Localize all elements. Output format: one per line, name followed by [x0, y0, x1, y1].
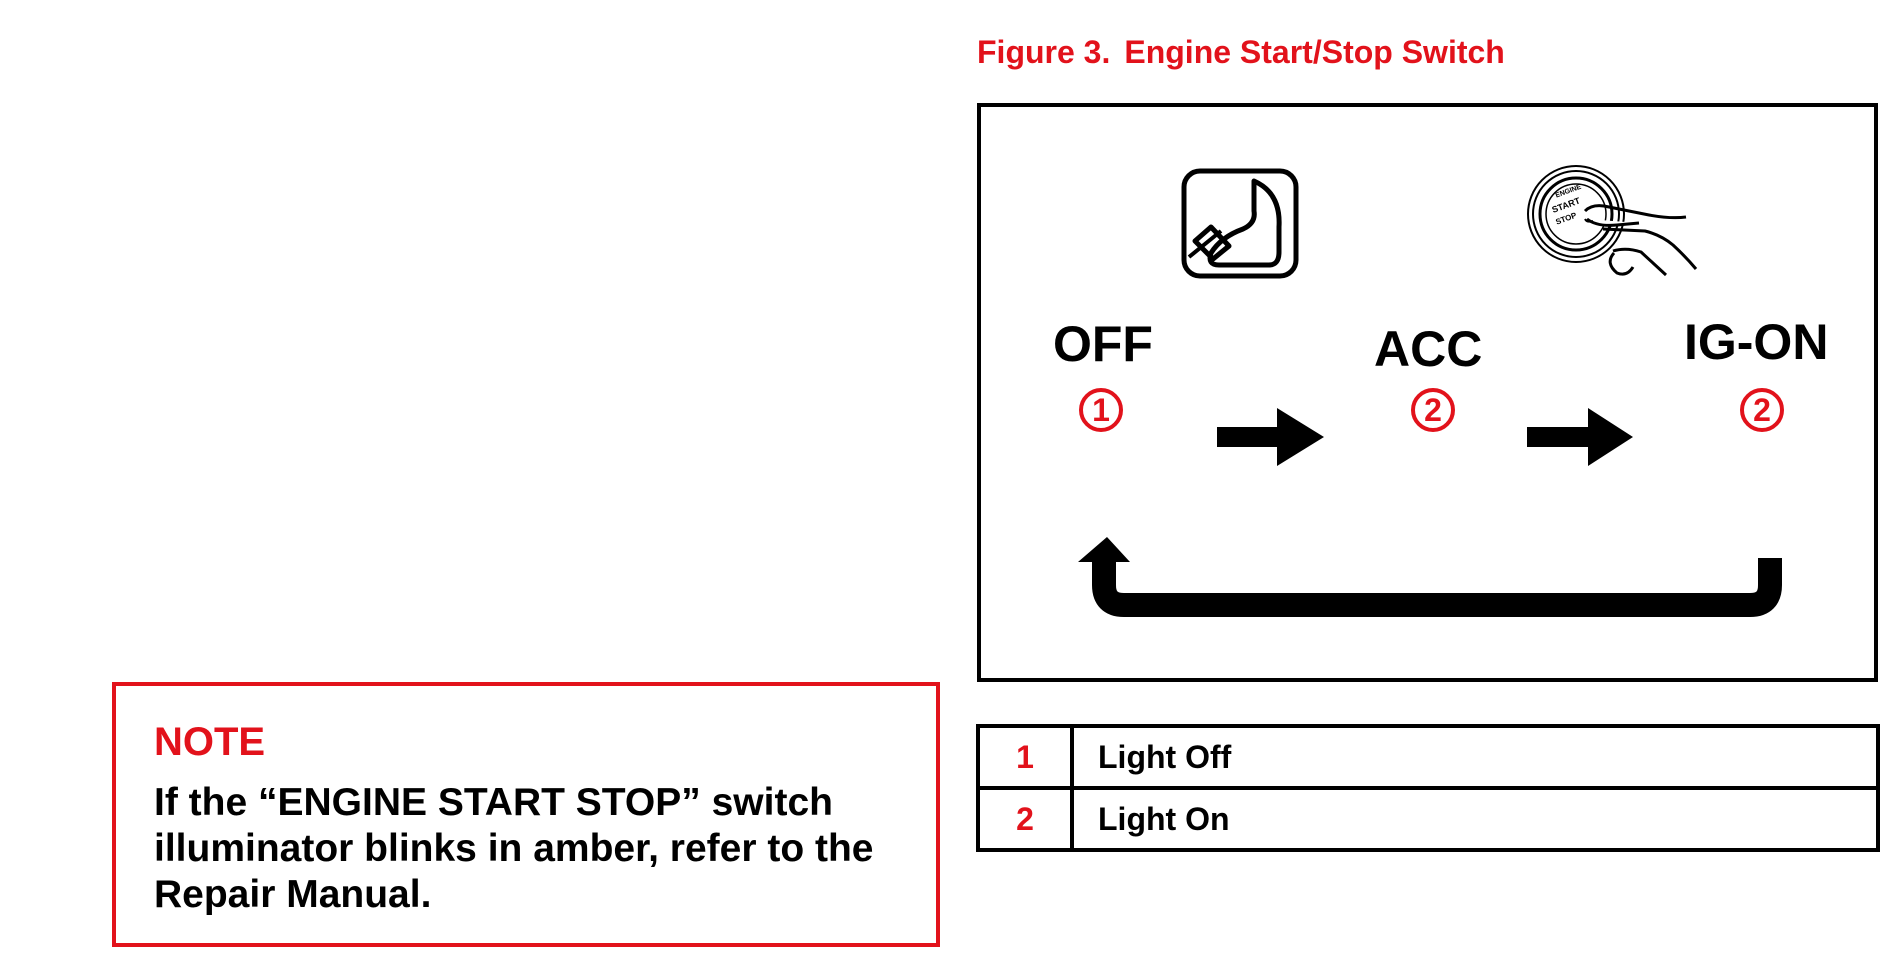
figure-caption: Engine Start/Stop Switch — [1124, 34, 1505, 70]
state-acc-number: 2 — [1411, 388, 1455, 432]
state-ig-on-number: 2 — [1740, 388, 1784, 432]
figure-label: Figure 3. — [977, 34, 1111, 70]
note-title: NOTE — [154, 720, 266, 764]
hand-pressing-button-icon: ENGINE START STOP — [1527, 165, 1698, 277]
state-ig-on-label: IG-ON — [1684, 314, 1829, 370]
legend-row: 1 Light Off — [976, 724, 1880, 790]
brake-pedal-icon — [1181, 168, 1299, 279]
note-text: If the “ENGINE START STOP” switch illumi… — [154, 781, 874, 916]
button-text-2: START — [1550, 195, 1581, 215]
diagram-frame: ENGINE START STOP OFF 1 ACC 2 IG-ON 2 — [977, 103, 1878, 682]
legend-number: 2 — [976, 786, 1074, 852]
figure-title: Figure 3. Engine Start/Stop Switch — [977, 34, 1505, 71]
state-off-number: 1 — [1079, 388, 1123, 432]
legend-text: Light On — [1070, 786, 1880, 852]
legend-number: 1 — [976, 724, 1074, 790]
diagram-graphics: ENGINE START STOP — [1078, 165, 1782, 617]
state-acc-label: ACC — [1374, 321, 1483, 377]
return-arrow — [1092, 552, 1782, 617]
note-box: NOTE If the “ENGINE START STOP” switch i… — [112, 682, 940, 947]
arrow-acc-to-ig-on — [1527, 408, 1633, 466]
arrow-off-to-acc — [1217, 408, 1324, 466]
legend-text: Light Off — [1070, 724, 1880, 790]
state-off-label: OFF — [1053, 316, 1153, 372]
legend-table: 1 Light Off 2 Light On — [976, 724, 1880, 852]
legend-row: 2 Light On — [976, 786, 1880, 852]
